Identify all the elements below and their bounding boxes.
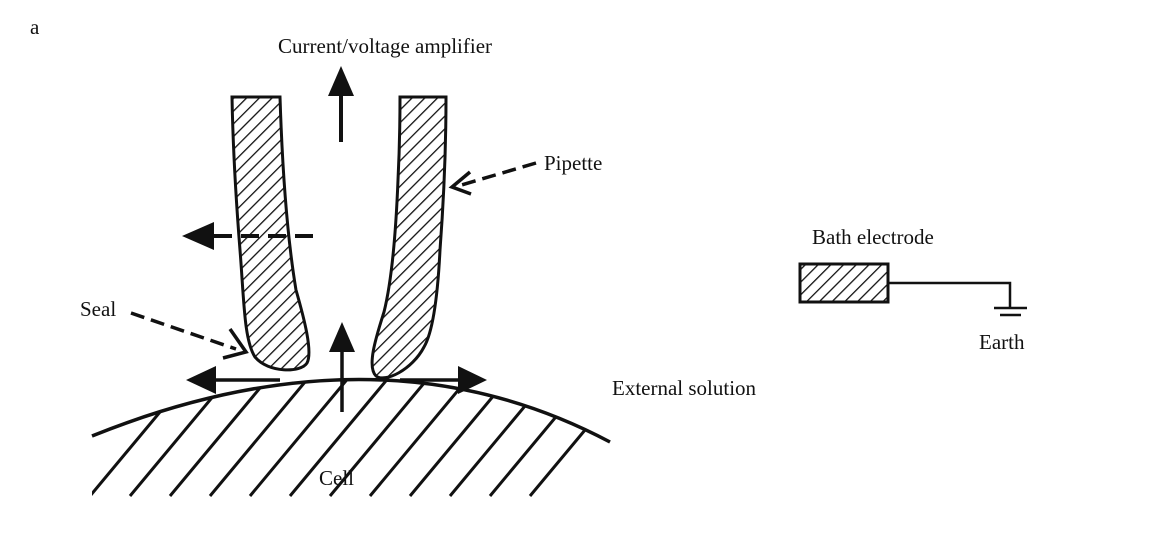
arrow-up-amplifier <box>328 66 354 142</box>
pipette-left-wall <box>230 95 311 372</box>
pointer-pipette <box>448 161 537 196</box>
label-bath-electrode: Bath electrode <box>812 225 934 249</box>
electrode-wire <box>888 281 1012 308</box>
label-cell: Cell <box>319 466 354 490</box>
pointer-seal <box>130 311 249 360</box>
cell-membrane <box>91 377 611 444</box>
arrow-left-seal-leak <box>186 366 280 394</box>
pipette <box>230 95 448 380</box>
cell-hatching <box>92 379 610 497</box>
label-pipette: Pipette <box>544 151 602 175</box>
panel-label: a <box>30 15 40 39</box>
label-seal: Seal <box>80 297 116 321</box>
earth-icon <box>994 306 1027 317</box>
bath-electrode-block <box>798 262 890 304</box>
cell <box>91 377 611 497</box>
arrow-right-seal-leak <box>400 366 487 394</box>
pipette-right-wall <box>370 95 448 380</box>
label-earth: Earth <box>979 330 1025 354</box>
arrow-dashed-left <box>182 222 313 250</box>
label-amplifier: Current/voltage amplifier <box>278 34 492 58</box>
label-external-solution: External solution <box>612 376 757 400</box>
arrow-up-patch <box>329 322 355 412</box>
bath-electrode <box>798 262 1012 308</box>
